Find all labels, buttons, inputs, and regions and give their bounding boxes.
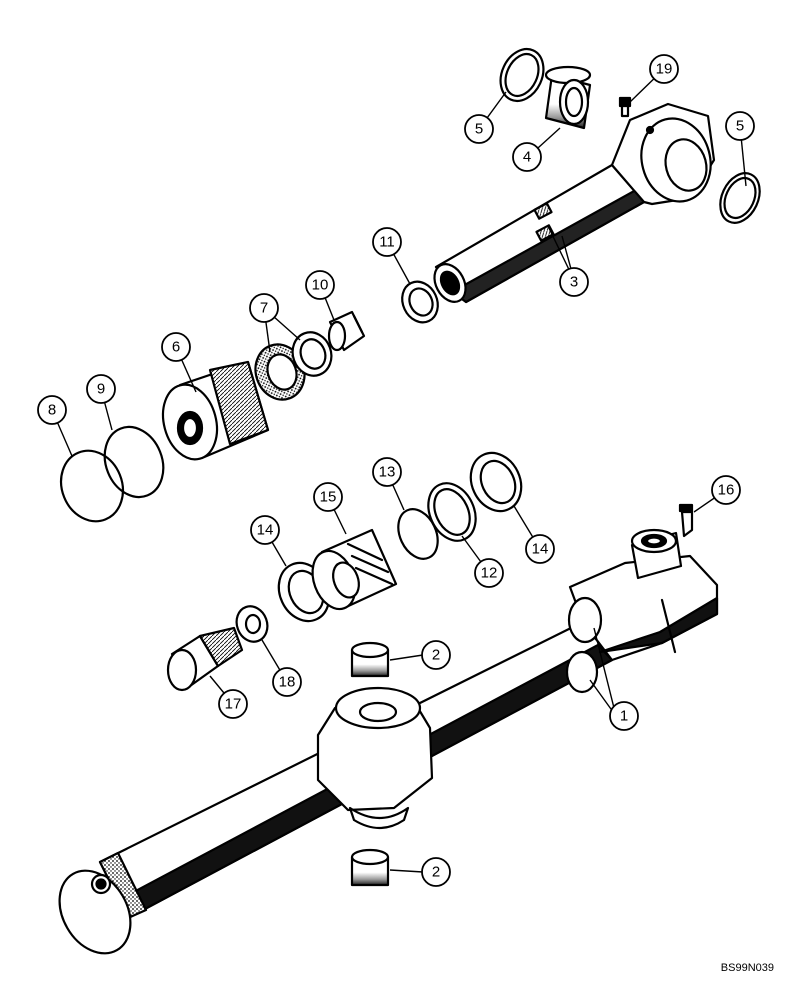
callout-11: 11 (372, 227, 402, 257)
callout-2-lower: 2 (421, 857, 451, 887)
callout-10: 10 (305, 270, 335, 300)
cylinder-barrel (58, 528, 719, 955)
svg-text:12: 12 (481, 565, 498, 582)
svg-text:14: 14 (257, 522, 274, 539)
callout-14-left: 14 (250, 515, 280, 545)
callout-13: 13 (372, 457, 402, 487)
o-ring-8 (59, 449, 125, 523)
callout-5-right: 5 (725, 111, 755, 141)
callout-2-upper: 2 (421, 640, 451, 670)
svg-text:11: 11 (379, 234, 395, 251)
svg-text:19: 19 (656, 61, 673, 78)
svg-text:5: 5 (475, 121, 483, 138)
svg-text:2: 2 (432, 647, 440, 664)
svg-text:13: 13 (379, 464, 396, 481)
svg-text:14: 14 (532, 541, 549, 558)
callout-17: 17 (218, 689, 248, 719)
grease-fitting-16 (678, 503, 694, 538)
drawing-id: BS99N039 (720, 962, 774, 974)
callout-7: 7 (249, 293, 279, 323)
piston (161, 360, 270, 461)
piston-rod (433, 102, 716, 304)
bolt (166, 626, 244, 692)
svg-text:18: 18 (279, 674, 296, 691)
svg-text:5: 5 (736, 118, 744, 135)
callout-5-left: 5 (464, 114, 494, 144)
callout-12: 12 (474, 558, 504, 588)
grease-fitting-19 (618, 96, 632, 118)
callout-3: 3 (559, 267, 589, 297)
wear-ring-14-right (469, 451, 523, 513)
ring-13 (397, 508, 439, 560)
callout-15: 15 (313, 482, 343, 512)
svg-text:15: 15 (320, 489, 337, 506)
snap-ring-left (499, 48, 545, 102)
svg-text:6: 6 (172, 339, 180, 356)
spherical-bearing (544, 65, 592, 130)
svg-text:1: 1 (620, 708, 628, 725)
svg-text:10: 10 (312, 277, 329, 294)
callout-8: 8 (37, 395, 67, 425)
snap-ring-right (719, 172, 761, 224)
callout-1: 1 (609, 701, 639, 731)
wiper (401, 280, 439, 324)
callout-16: 16 (711, 475, 741, 505)
svg-text:4: 4 (523, 149, 531, 166)
callout-18: 18 (272, 667, 302, 697)
svg-text:9: 9 (97, 381, 105, 398)
svg-text:17: 17 (225, 696, 242, 713)
callout-14-right: 14 (525, 534, 555, 564)
bushing-lower (350, 848, 390, 887)
piston-seal (311, 528, 398, 611)
svg-text:8: 8 (48, 402, 56, 419)
nut (327, 310, 366, 352)
svg-text:7: 7 (260, 300, 268, 317)
svg-text:16: 16 (718, 482, 735, 499)
callout-6: 6 (161, 332, 191, 362)
callout-4: 4 (512, 142, 542, 172)
o-ring-9 (103, 425, 165, 499)
svg-text:3: 3 (570, 274, 578, 291)
backup-ring-7b (291, 331, 333, 377)
bushing-upper (350, 641, 390, 678)
backup-ring-7a (254, 343, 306, 401)
washer (235, 605, 269, 643)
svg-text:2: 2 (432, 864, 440, 881)
callout-19: 19 (649, 54, 679, 84)
callout-9: 9 (86, 374, 116, 404)
